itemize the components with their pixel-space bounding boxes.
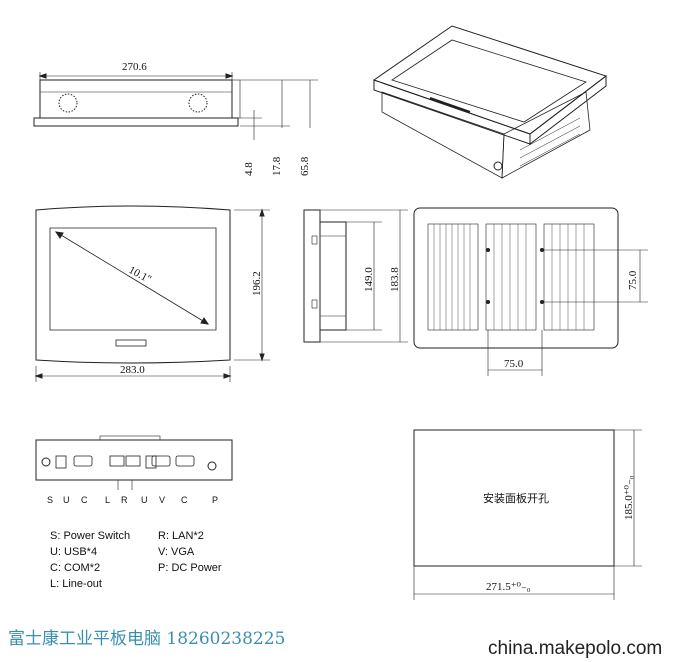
isometric-view <box>372 25 608 179</box>
legend-vga: V: VGA <box>158 546 195 558</box>
cutout-width-label: 271.5⁺⁰₋₀ <box>486 581 531 593</box>
back-vertical-spacing-label: 75.0 <box>627 270 639 290</box>
port-letter: V <box>159 495 165 505</box>
company-footer: 富士康工业平板电脑 18260238225 <box>8 629 286 649</box>
watermark: china.makepolo.com <box>488 638 663 659</box>
legend-usb: U: USB*4 <box>50 546 98 558</box>
side-view <box>303 209 408 343</box>
front-view <box>34 205 270 382</box>
port-letter: C <box>81 495 88 505</box>
front-width-label: 283.0 <box>120 364 145 376</box>
cutout-height-label: 185.0⁺⁰₋₀ <box>623 475 635 520</box>
legend-lan: R: LAN*2 <box>158 530 204 542</box>
top-view <box>33 72 318 140</box>
top-width-label: 270.6 <box>122 61 147 73</box>
legend-line-out: L: Line-out <box>50 578 102 590</box>
port-letter: P <box>212 495 218 505</box>
front-height-label: 196.2 <box>251 271 263 296</box>
port-letter: U <box>63 495 70 505</box>
legend-dc-power: P: DC Power <box>158 562 222 574</box>
port-letter: C <box>181 495 188 505</box>
top-h2-label: 17.8 <box>271 156 283 176</box>
cutout-label: 安装面板开孔 <box>483 491 549 505</box>
back-view <box>413 207 648 376</box>
port-letter: S <box>47 495 53 505</box>
top-h1-label: 4.8 <box>243 162 255 176</box>
legend-power-switch: S: Power Switch <box>50 530 131 542</box>
back-horizontal-spacing-label: 75.0 <box>504 358 524 370</box>
port-letter: R <box>121 495 128 505</box>
side-h1-label: 149.0 <box>363 267 375 292</box>
top-h3-label: 65.8 <box>299 156 311 176</box>
port-letter: L <box>105 495 110 505</box>
cutout-view <box>413 429 642 600</box>
io-view <box>35 435 233 490</box>
legend-com: C: COM*2 <box>50 562 101 574</box>
port-letter: U <box>141 495 148 505</box>
side-h2-label: 183.8 <box>389 267 401 292</box>
